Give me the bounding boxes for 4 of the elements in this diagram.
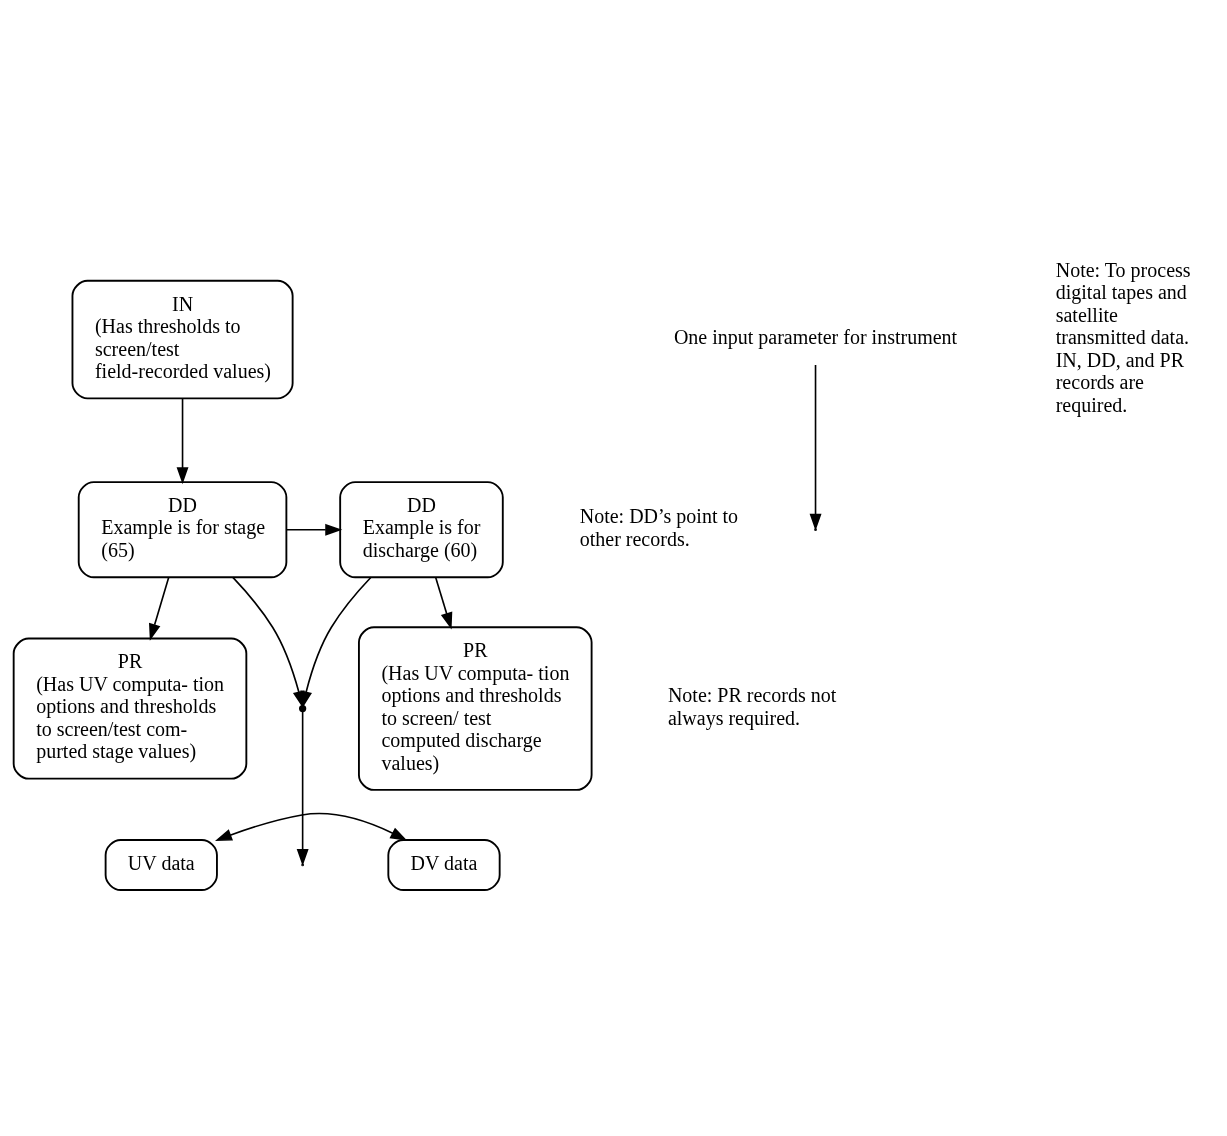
node-text: One input parameter for instrument <box>673 325 958 348</box>
label: Note: PR records not always required. <box>667 683 837 729</box>
label: Note: DD’s point to other records. <box>579 504 739 550</box>
label: Note: To process digital tapes and satellite transmitted data. IN, DD, and PR records are required. <box>1055 258 1191 416</box>
